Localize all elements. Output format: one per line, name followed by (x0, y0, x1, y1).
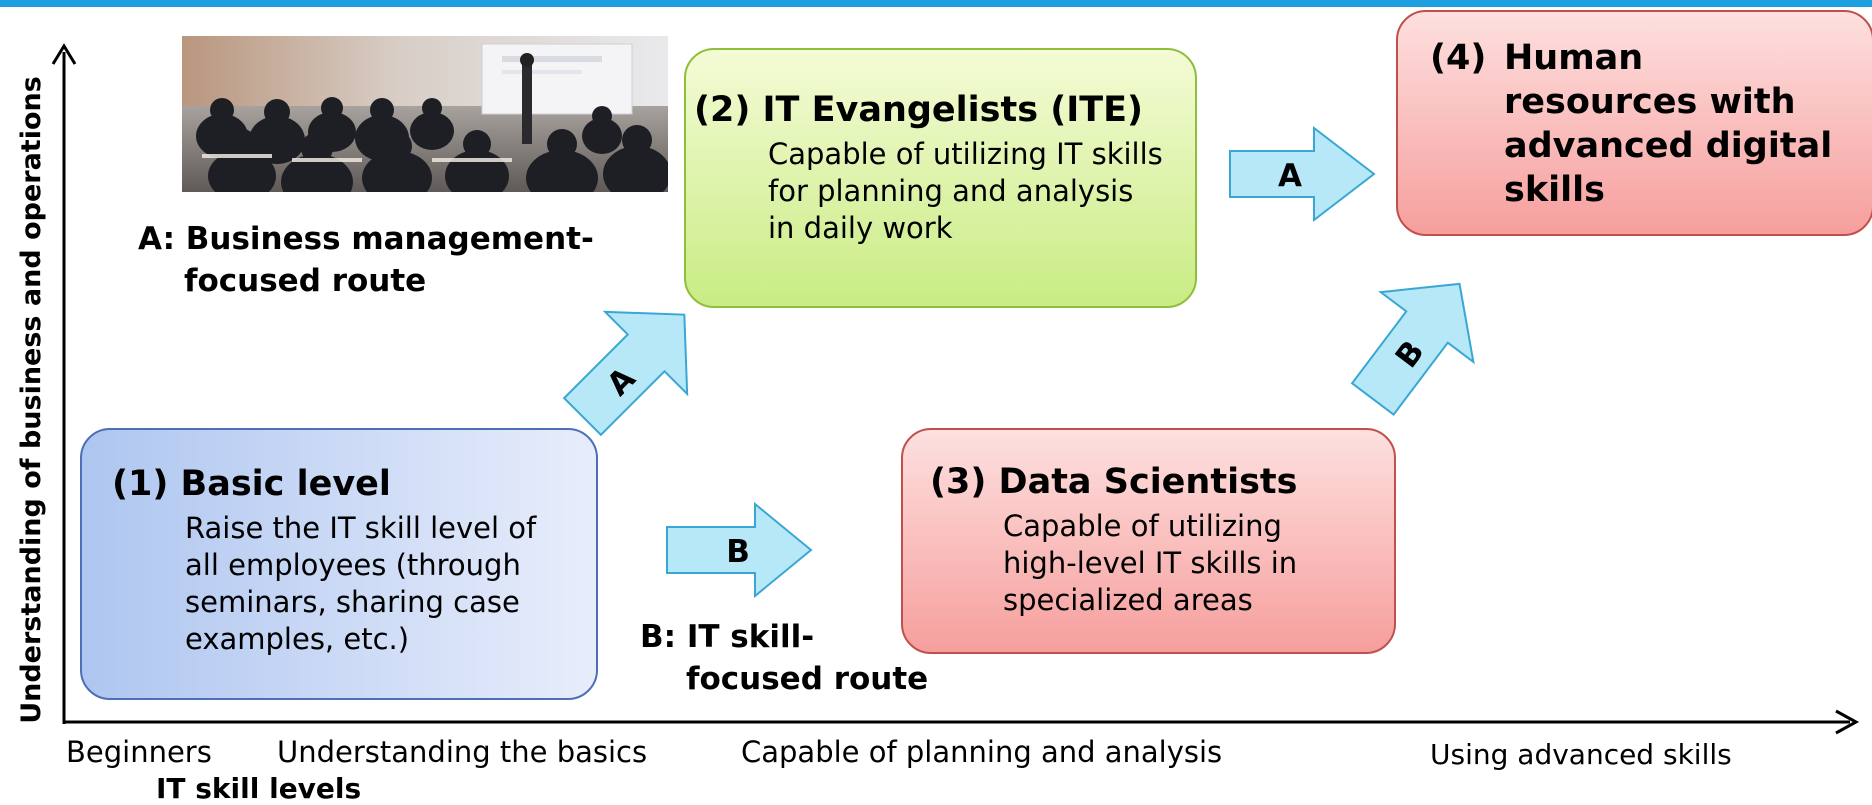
x-tick-understanding-basics: Understanding the basics (277, 735, 648, 769)
route-a-line-2: focused route (184, 263, 427, 299)
top-accent-bar (0, 0, 1872, 7)
arrow-b-horizontal-label: B (726, 534, 750, 570)
data-scientists-box: (3) Data Scientists Capable of utilizing… (901, 428, 1396, 654)
advanced-digital-box: (4) Human resources with advanced digita… (1396, 10, 1872, 236)
advanced-title-line: skills (1504, 170, 1605, 210)
basic-level-box: (1) Basic level Raise the IT skill level… (80, 428, 598, 700)
it-evangelists-description: Capable of utilizing IT skills for plann… (768, 136, 1163, 247)
route-b-line-1: B: IT skill- (640, 619, 815, 655)
arrow-b-horizontal: B (666, 501, 813, 599)
seminar-photo (182, 36, 668, 192)
ite-desc-line: in daily work (768, 211, 953, 245)
ds-desc-line: high-level IT skills in (1003, 546, 1298, 580)
x-axis-label: IT skill levels (156, 772, 362, 805)
basic-level-title: (1) Basic level (112, 464, 391, 504)
route-b-line-2: focused route (686, 661, 929, 697)
advanced-title-line: advanced digital (1504, 126, 1833, 166)
x-tick-beginners: Beginners (66, 735, 212, 769)
arrow-a-diagonal: A (562, 310, 689, 437)
basic-desc-line: seminars, sharing case (185, 585, 520, 619)
ite-desc-line: Capable of utilizing IT skills (768, 137, 1163, 171)
it-evangelists-box: (2) IT Evangelists (ITE) Capable of util… (684, 48, 1197, 308)
ds-desc-line: Capable of utilizing (1003, 509, 1282, 543)
data-scientists-description: Capable of utilizing high-level IT skill… (1003, 508, 1297, 619)
y-axis-arrowhead (51, 43, 77, 65)
arrow-a-horizontal: A (1229, 125, 1376, 223)
route-a-line-1: A: Business management- (138, 221, 594, 257)
x-tick-planning-analysis: Capable of planning and analysis (741, 735, 1223, 769)
basic-level-description: Raise the IT skill level of all employee… (185, 510, 536, 658)
arrow-a-horizontal-label: A (1278, 158, 1302, 194)
it-evangelists-title: (2) IT Evangelists (ITE) (694, 90, 1144, 130)
arrow-b-diagonal: B (1350, 282, 1475, 416)
x-tick-advanced-skills: Using advanced skills (1430, 738, 1732, 771)
advanced-digital-number: (4) (1430, 38, 1487, 78)
route-a-label: A: Business management- focused route (138, 218, 594, 302)
data-scientists-title: (3) Data Scientists (930, 462, 1298, 502)
advanced-digital-title: Human resources with advanced digital sk… (1504, 36, 1832, 212)
advanced-title-line: resources with (1504, 82, 1796, 122)
ds-desc-line: specialized areas (1003, 583, 1253, 617)
ite-desc-line: for planning and analysis (768, 174, 1134, 208)
route-b-label: B: IT skill- focused route (640, 616, 928, 700)
basic-desc-line: examples, etc.) (185, 622, 410, 656)
basic-desc-line: Raise the IT skill level of (185, 511, 537, 545)
basic-desc-line: all employees (through (185, 548, 521, 582)
x-axis-arrowhead (1835, 709, 1860, 735)
advanced-title-line: Human (1504, 38, 1644, 78)
